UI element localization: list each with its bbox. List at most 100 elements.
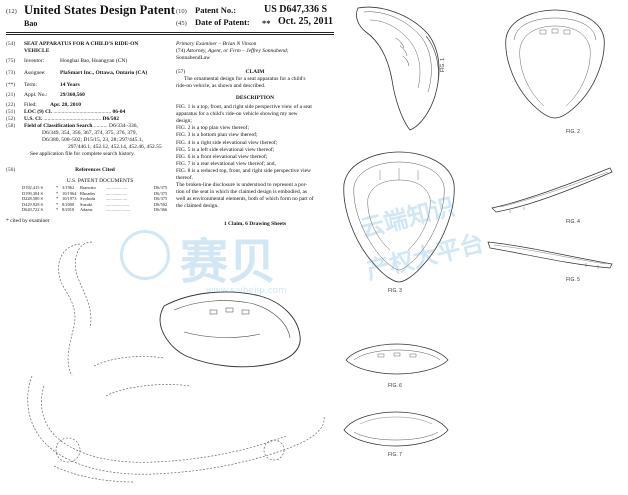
- search-history-note: See application file for complete search…: [30, 151, 135, 157]
- description-line: FIG. 2 is a top plan view thereof;: [176, 125, 250, 132]
- reference-class: D6/375: [154, 196, 168, 201]
- figure-1-drawing: [356, 6, 440, 131]
- field-of-search-line2: D6/349, 354, 356, 367, 374, 375, 376, 37…: [42, 130, 137, 136]
- claim-text-line1: The ornamental design for a seat apparat…: [184, 76, 306, 82]
- figure-6-drawing: [345, 343, 449, 375]
- watermark-logo-ring: [120, 230, 170, 280]
- watermark-url: www.saibeiip.com: [206, 286, 287, 296]
- claim-text-line2: ride-on vehicle, as shown and described.: [176, 83, 266, 89]
- appl-no-entry: (21)Appl. No.:29/360,560: [6, 92, 85, 98]
- figure-6-label: FIG. 6: [388, 383, 402, 389]
- document-title: United States Design Patent: [24, 3, 175, 17]
- claims-and-sheets: 1 Claim, 6 Drawing Sheets: [223, 221, 287, 227]
- attorney-line: (74) Attorney, Agent, or Firm – Jeffrey …: [176, 48, 289, 54]
- header-code-45: (45): [176, 20, 187, 27]
- figure-8-drawing: [27, 241, 325, 483]
- figure-3-label: FIG. 3: [388, 288, 402, 294]
- reference-star: *: [56, 207, 59, 212]
- description-line: The broken-line disclosure is understood…: [176, 182, 308, 189]
- attorney-line2: SonnabendLaw: [176, 55, 211, 61]
- figure-4-drawing: [491, 167, 613, 213]
- reference-number: D228,580 S: [22, 196, 43, 201]
- description-line: design;: [176, 118, 192, 125]
- filed-entry: (22)Filed:Apr. 28, 2010: [6, 102, 81, 108]
- term-entry: (**)Term:14 Years: [6, 82, 80, 88]
- title-entry-line2: VEHICLE: [24, 48, 50, 54]
- assignee-entry: (73)Assignee:PlaSmart Inc., Ottawa, Onta…: [6, 70, 148, 76]
- reference-number: D199,304 S: [22, 190, 43, 196]
- description-line: the claimed design.: [176, 203, 219, 210]
- description-line: FIG. 3 is a bottom plan view thereof;: [176, 132, 258, 139]
- reference-dots: ...................: [106, 190, 127, 196]
- reference-date: 10/1964: [62, 190, 77, 196]
- reference-number: D192,415 S: [22, 185, 43, 190]
- figure-5-drawing: [487, 241, 613, 269]
- description-heading: DESCRIPTION: [235, 95, 275, 101]
- reference-star: *: [56, 201, 59, 207]
- reference-class: D6/502: [154, 201, 168, 207]
- reference-date: 10/1973: [62, 196, 77, 201]
- loc-entry: (51)LOC (9) Cl. ........................…: [6, 109, 126, 115]
- figure-7-label: FIG. 7: [388, 452, 402, 458]
- header-rule-bottom: [6, 34, 334, 35]
- field-of-search-line4: 297/446.1, 452.12, 452.14, 452.46, 452.5…: [68, 144, 162, 150]
- reference-number: D620,722 S: [22, 207, 43, 212]
- reference-star: *: [56, 190, 59, 196]
- patent-date: Oct. 25, 2011: [278, 16, 333, 27]
- description-line: well as environmental elements, both of …: [176, 196, 314, 203]
- description-line: FIG. 7 is a rear elevational view thereo…: [176, 160, 276, 167]
- description-line: tion of the seat in which the claimed de…: [176, 189, 308, 196]
- reference-dots: .....................: [106, 201, 130, 207]
- header-rule-top: [6, 32, 334, 33]
- reference-row: D192,415 S *3/1962 Brancato...............…: [22, 185, 174, 190]
- reference-dots: ......................: [106, 207, 131, 212]
- description-line: FIG. 1 is a top, front, and right side p…: [176, 104, 312, 110]
- description-line: apparatus for a child's ride-on vehicle …: [176, 111, 298, 118]
- figure-2-drawing: [505, 9, 605, 119]
- figure-3-drawing: [343, 151, 455, 283]
- reference-name: Rhoades: [80, 190, 96, 196]
- header-inventor: Bao: [24, 19, 38, 28]
- inventor-entry: (75)Inventor:Honghai Bao, Huangyan (CN): [6, 58, 128, 64]
- us-patent-documents-heading: U.S. PATENT DOCUMENTS: [66, 178, 134, 184]
- primary-examiner: Primary Examiner – Brian N Vinson: [176, 41, 257, 47]
- description-line: FIG. 5 is a left side elevational view t…: [176, 146, 275, 153]
- description-line: thereof.: [176, 175, 193, 181]
- reference-class: D6/366: [154, 207, 168, 212]
- reference-number: D429,928 S: [22, 201, 43, 207]
- field-of-search-entry: (58)Field of Classification Search .....…: [6, 123, 138, 129]
- description-line: FIG. 4 is a right side elevational view …: [176, 139, 278, 146]
- figure-5-label: FIG. 5: [566, 277, 580, 283]
- figure-4-label: FIG. 4: [566, 219, 580, 225]
- patent-no-label: Patent No.:: [195, 5, 237, 15]
- reference-class: D6/375: [154, 185, 168, 190]
- figure-1-label: FIG. 1: [440, 58, 446, 72]
- description-line: FIG. 8 is a reduced top, front, and righ…: [176, 167, 312, 174]
- watermark-logo-text: 赛贝: [180, 234, 277, 290]
- claim-heading: CLAIM: [245, 69, 265, 75]
- reference-name: Brancato: [80, 185, 96, 190]
- reference-name: Suzuki: [80, 201, 93, 207]
- reference-star: *: [56, 196, 59, 201]
- title-entry: (54)SEAT APPARATUS FOR A CHILD'S RIDE-ON: [6, 41, 139, 47]
- reference-date: 8/2000: [62, 201, 75, 207]
- reference-dots: ...................: [106, 185, 127, 190]
- figure-7-drawing: [343, 411, 449, 447]
- patent-number: US D647,336 S: [264, 4, 328, 15]
- reference-row: D429,928 S *8/2000 Suzuki.................…: [22, 202, 174, 207]
- reference-name: Svoboda: [80, 196, 96, 201]
- header-code-12: (12): [6, 8, 17, 15]
- field-of-search-line3: D6/380, 500–502; D15/15, 23, 28; 297/445…: [42, 137, 143, 143]
- reference-date: 3/1962: [62, 185, 75, 190]
- date-of-patent-label: Date of Patent:: [195, 17, 250, 27]
- reference-dots: ...................: [106, 196, 127, 201]
- us-cl-entry: (52)U.S. Cl. ...........................…: [6, 116, 120, 122]
- reference-class: D6/375: [154, 190, 168, 196]
- reference-star: *: [56, 185, 59, 190]
- header-code-10: (10): [176, 8, 187, 15]
- cited-by-examiner: * cited by examiner: [6, 218, 50, 224]
- reference-date: 8/2010: [62, 207, 75, 212]
